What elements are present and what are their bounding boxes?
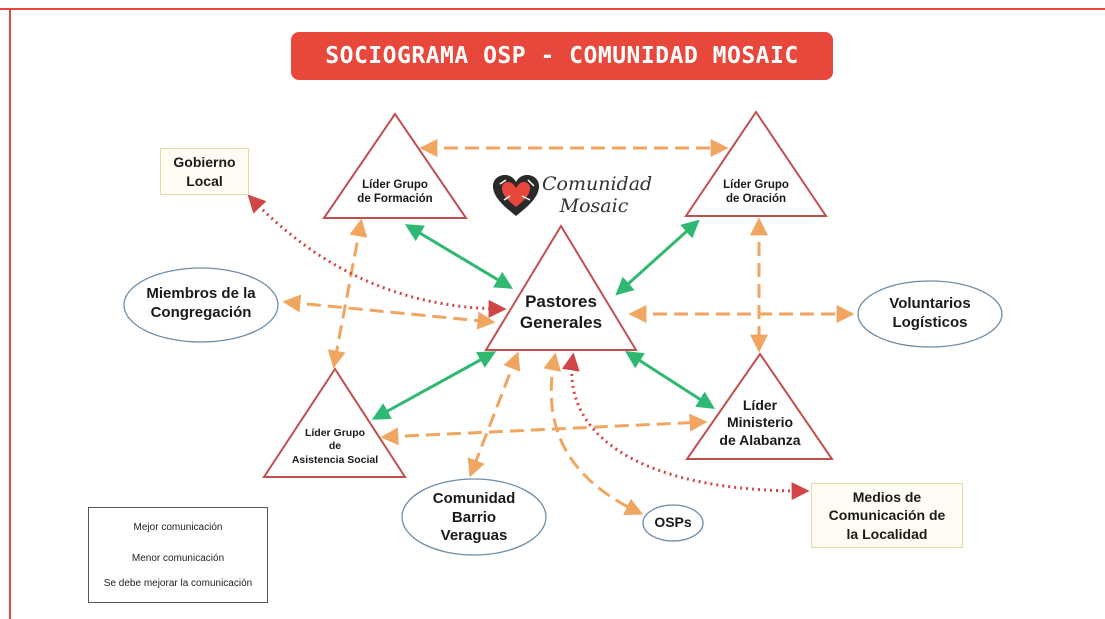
node-lider-asistencia-line1: Líder Grupo: [304, 427, 366, 440]
triangle-pastores: [484, 224, 638, 351]
node-gobierno-local: Gobierno Local: [160, 148, 249, 195]
arrow-green-asistencia-pastores: [371, 351, 497, 420]
red-arrows-group: [247, 194, 810, 501]
node-lider-alabanza-line2: Ministerio: [726, 414, 794, 431]
heart-mosaic-icon: [493, 175, 539, 216]
ellipse-osps: [642, 504, 704, 542]
logo-line2: Mosaic: [559, 194, 629, 217]
node-lider-alabanza: Líder Ministerio de Alabanza: [700, 392, 820, 454]
node-voluntarios-line2: Logísticos: [892, 314, 968, 331]
legend-improve-label: Se debe mejorar la comunicación: [103, 578, 253, 589]
arrow-red-pastores-medios: [561, 352, 810, 501]
node-miembros-line1: Miembros de la: [146, 285, 256, 303]
logo: Comunidad Mosaic: [492, 172, 652, 224]
ellipse-barrio: [401, 478, 547, 556]
node-barrio-line2: Barrio: [451, 508, 497, 526]
frame-top-line: [0, 8, 1105, 10]
node-lider-oracion-line2: de Oración: [725, 193, 787, 205]
arrow-orange-pastores-osps: [543, 352, 644, 515]
title-banner: SOCIOGRAMA OSP - COMUNIDAD MOSAIC: [291, 32, 833, 80]
arrow-orange-asistencia-alabanza: [380, 413, 708, 446]
node-lider-alabanza-line3: de Alabanza: [719, 431, 801, 448]
node-lider-oracion: Líder Grupo de Oración: [701, 172, 811, 212]
page-title: SOCIOGRAMA OSP - COMUNIDAD MOSAIC: [325, 43, 799, 69]
arrow-green-oracion-pastores: [615, 219, 700, 296]
node-barrio: Comunidad Barrio Veraguas: [402, 487, 546, 549]
node-lider-alabanza-line1: Líder: [742, 396, 778, 413]
node-lider-formacion: Líder Grupo de Formación: [340, 172, 450, 212]
node-voluntarios-line1: Voluntarios: [889, 295, 971, 313]
node-osps: OSPs: [643, 513, 703, 533]
triangle-lider-asistencia: [262, 367, 407, 478]
node-lider-oracion-line1: Líder Grupo: [723, 178, 789, 191]
ellipse-voluntarios: [857, 280, 1003, 348]
frame-left-line: [9, 8, 11, 619]
node-miembros: Miembros de la Congregación: [124, 282, 278, 326]
node-voluntarios: Voluntarios Logísticos: [858, 292, 1002, 336]
legend-less-label: Menor comunicación: [131, 553, 225, 564]
node-medios-line2: Comunicación de: [828, 507, 946, 524]
node-gobierno-line2: Local: [186, 172, 223, 189]
node-pastores-line1: Pastores: [525, 291, 597, 311]
node-lider-asistencia-line2: de: [328, 440, 342, 453]
node-medios-line1: Medios de: [852, 489, 922, 506]
triangle-lider-oracion: [684, 110, 828, 217]
node-lider-asistencia: Líder Grupo de Asistencia Social: [275, 422, 395, 472]
node-gobierno-line1: Gobierno: [173, 154, 236, 171]
node-miembros-line2: Congregación: [150, 304, 252, 321]
arrow-orange-formacion-asistencia: [327, 218, 368, 369]
node-medios: Medios de Comunicación de la Localidad: [811, 483, 963, 548]
legend-best-label: Mejor comunicación: [133, 522, 223, 533]
node-lider-formacion-line1: Líder Grupo: [362, 178, 428, 191]
arrow-red-gobierno-pastores: [247, 194, 507, 318]
arrow-green-formacion-pastores: [404, 224, 514, 289]
logo-line1: Comunidad: [542, 173, 653, 195]
node-lider-formacion-line2: de Formación: [357, 193, 433, 205]
node-medios-line3: la Localidad: [846, 525, 928, 542]
legend: Mejor comunicación Menor comunicación Se…: [88, 507, 268, 603]
arrow-orange-miembros-pastores: [282, 294, 496, 330]
node-osps-label: OSPs: [654, 514, 692, 531]
node-pastores-line2: Generales: [519, 313, 603, 332]
node-lider-asistencia-line3: Asistencia Social: [291, 453, 379, 466]
arrow-orange-pastores-barrio: [467, 351, 521, 478]
node-pastores: Pastores Generales: [496, 286, 626, 338]
node-barrio-line1: Comunidad: [432, 489, 516, 507]
node-barrio-line3: Veraguas: [440, 527, 508, 545]
